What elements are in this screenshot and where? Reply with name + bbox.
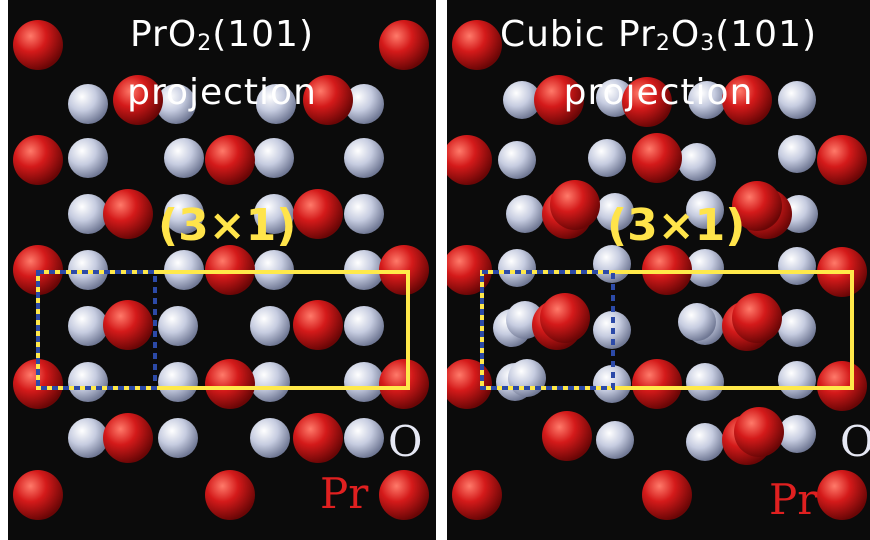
o-atom bbox=[596, 421, 634, 459]
o-atom bbox=[778, 247, 816, 285]
pr-atom bbox=[632, 359, 682, 409]
panel-title-line1: Cubic Pr2O3(101) bbox=[499, 14, 818, 56]
o-atom bbox=[344, 138, 384, 178]
pr-atom bbox=[722, 75, 772, 125]
o-atom bbox=[588, 139, 626, 177]
pr-atom bbox=[13, 135, 63, 185]
o-atom bbox=[254, 138, 294, 178]
unit-cell-label: (3×1) bbox=[607, 200, 746, 251]
atom-lattice bbox=[13, 20, 429, 520]
o-atom bbox=[158, 418, 198, 458]
o-atom bbox=[68, 362, 108, 402]
legend-praseodymium: Pr bbox=[769, 475, 818, 524]
o-atom bbox=[68, 138, 108, 178]
pr-atom bbox=[542, 411, 592, 461]
pr-atom bbox=[452, 470, 502, 520]
o-atom bbox=[164, 194, 204, 234]
o-atom bbox=[250, 306, 290, 346]
pr-atom bbox=[732, 181, 782, 231]
o-atom bbox=[778, 415, 816, 453]
o-atom bbox=[68, 418, 108, 458]
pr-atom bbox=[447, 359, 492, 409]
pr-atom bbox=[452, 20, 502, 70]
unit-cell-1x1-outline bbox=[480, 270, 615, 390]
o-atom bbox=[596, 193, 634, 231]
o-atom bbox=[778, 361, 816, 399]
o-atom bbox=[498, 249, 536, 287]
o-atom bbox=[344, 194, 384, 234]
pr-atom bbox=[817, 470, 867, 520]
pro2-atom-diagram bbox=[13, 20, 429, 520]
pr-atom bbox=[540, 293, 590, 343]
panel-title-line2: projection bbox=[127, 72, 317, 113]
pr-atom bbox=[379, 470, 429, 520]
pr-atom bbox=[379, 359, 429, 409]
panel-title-line2: projection bbox=[563, 72, 754, 113]
legend-oxygen: O bbox=[388, 417, 423, 466]
o-atom bbox=[686, 363, 724, 401]
pr-atom bbox=[113, 75, 163, 125]
pr-atom bbox=[103, 413, 153, 463]
o-atom bbox=[250, 418, 290, 458]
o-atom bbox=[68, 194, 108, 234]
o-atom bbox=[688, 81, 726, 119]
o-atom bbox=[778, 135, 816, 173]
o-atom bbox=[158, 362, 198, 402]
o-atom bbox=[686, 423, 724, 461]
o-atom bbox=[678, 143, 716, 181]
pr-atom bbox=[13, 470, 63, 520]
pr-atom bbox=[13, 20, 63, 70]
o-atom bbox=[344, 362, 384, 402]
o-atom bbox=[678, 303, 716, 341]
pr-atom bbox=[550, 180, 600, 230]
legend-oxygen: O bbox=[840, 417, 870, 466]
o-atom bbox=[250, 362, 290, 402]
pr-atom bbox=[293, 413, 343, 463]
pr-atom bbox=[103, 189, 153, 239]
pr-atom bbox=[205, 135, 255, 185]
o-atom bbox=[503, 81, 541, 119]
o-atom bbox=[778, 81, 816, 119]
pr-atom bbox=[379, 20, 429, 70]
pr-atom bbox=[732, 293, 782, 343]
o-atom bbox=[686, 191, 724, 229]
pr-atom bbox=[642, 470, 692, 520]
legend-praseodymium: Pr bbox=[320, 469, 369, 518]
pr-atom bbox=[622, 77, 672, 127]
pr-atom bbox=[734, 407, 784, 457]
unit-cell-label: (3×1) bbox=[158, 200, 297, 251]
pr-atom bbox=[293, 300, 343, 350]
pr-atom bbox=[103, 300, 153, 350]
pro2-panel: PrO2(101) projection (3×1) O Pr bbox=[8, 0, 436, 540]
unit-cell-1x1-outline bbox=[36, 270, 157, 390]
pr-atom bbox=[293, 189, 343, 239]
unit-cell-3x1-outline bbox=[480, 270, 854, 390]
o-atom bbox=[68, 306, 108, 346]
o-atom bbox=[344, 418, 384, 458]
o-atom bbox=[686, 249, 724, 287]
o-atom bbox=[344, 84, 384, 124]
o-atom bbox=[508, 359, 546, 397]
o-atom bbox=[156, 84, 196, 124]
o-atom bbox=[256, 84, 296, 124]
pr-atom bbox=[303, 75, 353, 125]
o-atom bbox=[344, 306, 384, 346]
panel-title-line1: PrO2(101) bbox=[129, 14, 315, 56]
pr2o3-panel: Cubic Pr2O3(101) projection (3×1) O Pr bbox=[447, 0, 870, 540]
atom-lattice bbox=[447, 20, 867, 520]
pr-atom bbox=[632, 133, 682, 183]
pr-atom bbox=[534, 75, 584, 125]
pr2o3-atom-diagram bbox=[447, 20, 867, 520]
o-atom bbox=[778, 309, 816, 347]
pr-atom bbox=[817, 135, 867, 185]
pr-atom bbox=[205, 470, 255, 520]
o-atom bbox=[164, 138, 204, 178]
pr-atom bbox=[447, 135, 492, 185]
o-atom bbox=[498, 141, 536, 179]
o-atom bbox=[68, 84, 108, 124]
o-atom bbox=[158, 306, 198, 346]
o-atom bbox=[254, 194, 294, 234]
o-atom bbox=[506, 195, 544, 233]
pr-atom bbox=[205, 359, 255, 409]
